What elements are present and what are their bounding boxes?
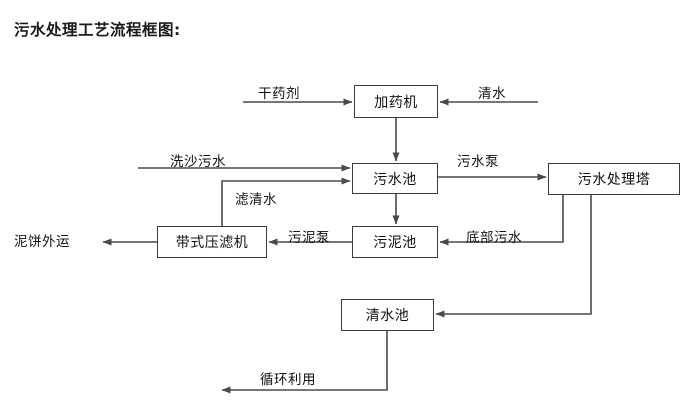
node-sludge-pool[interactable]: 污泥池: [352, 226, 438, 258]
node-label: 污泥池: [373, 235, 417, 251]
node-label: 污水池: [373, 171, 417, 188]
connector-treatment-tower-to-sludge-pool: [439, 195, 564, 246]
node-label: 清水池: [365, 308, 410, 324]
edge-label-bottom-sewage: 底部污水: [466, 230, 522, 246]
edge-label-clean-water-in: 清水: [478, 86, 506, 102]
connector-treatment-tower-to-clean-water-pool: [435, 195, 592, 318]
edge-label-sand-wash-sewage: 洗沙污水: [170, 154, 226, 170]
node-dosing-machine[interactable]: 加药机: [354, 85, 438, 118]
node-belt-filter-press[interactable]: 带式压滤机: [157, 226, 267, 258]
page-title: 污水处理工艺流程框图:: [14, 21, 181, 39]
node-sewage-pool[interactable]: 污水池: [352, 163, 438, 194]
edge-label-recycle-use: 循环利用: [260, 372, 316, 388]
node-label: 带式压滤机: [175, 235, 249, 251]
connector-belt-filter-press-to-sewage-pool: [221, 177, 351, 226]
edge-label-sludge-pump: 污泥泵: [288, 230, 330, 246]
edge-label-dry-agent: 干药剂: [258, 86, 300, 102]
node-clean-water-pool[interactable]: 清水池: [341, 299, 434, 331]
edge-label-sewage-pump: 污水泵: [457, 154, 499, 170]
edge-label-mud-cake-out: 泥饼外运: [14, 234, 70, 250]
edge-label-filtrate-water: 滤清水: [235, 192, 277, 208]
connector-clean-water-pool-to-recycle: [221, 331, 388, 394]
node-treatment-tower[interactable]: 污水处理塔: [548, 163, 680, 195]
node-label: 加药机: [374, 94, 418, 111]
node-label: 污水处理塔: [577, 172, 651, 188]
